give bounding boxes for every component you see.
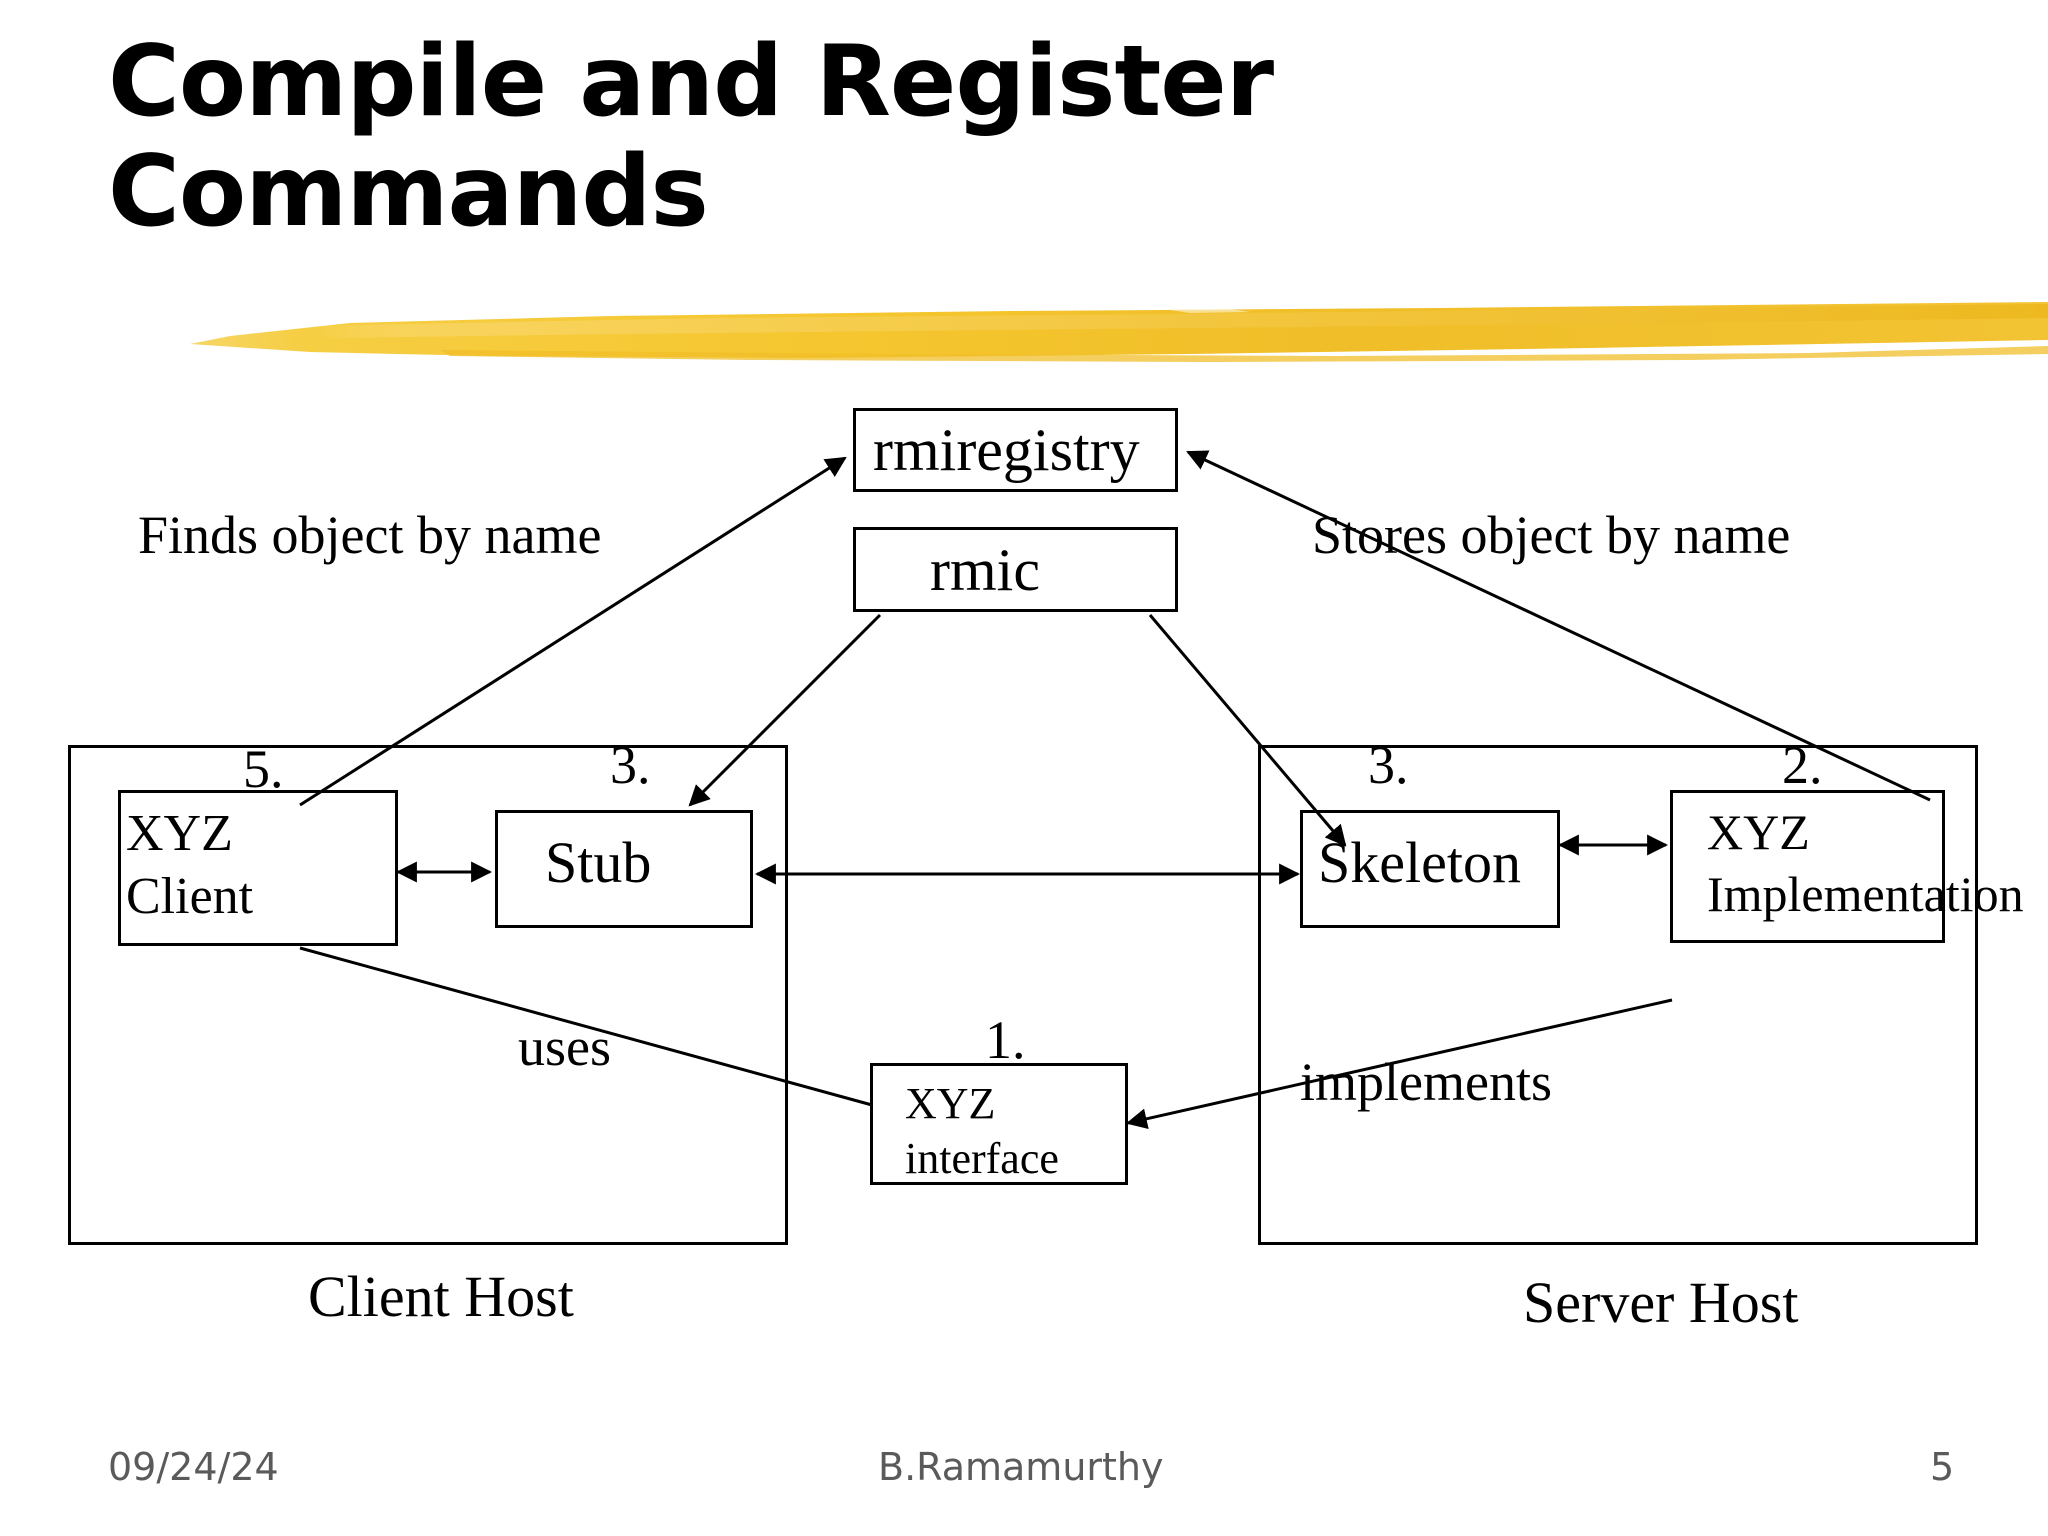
node-rmiregistry[interactable] [853,408,1178,492]
footer-date: 09/24/24 [108,1445,279,1489]
annotation-implements: implements [1300,1052,1552,1112]
node-xyz-client-label-line1: XYZ [126,805,233,862]
node-xyz-impl-label-line2: Implementation [1707,866,2024,922]
annotation-finds-object-by-name: Finds object by name [138,505,602,565]
node-xyz-client-label-line2: Client [126,868,254,925]
step-label-3-client: 3. [610,735,651,795]
node-xyz-interface-label-line1: XYZ [905,1079,996,1128]
container-client-host-label: Client Host [308,1264,574,1329]
container-server-host-label: Server Host [1523,1270,1799,1335]
step-label-1: 1. [985,1010,1026,1070]
yellow-brush-underline-icon [190,302,2048,362]
node-xyz-client[interactable] [118,790,398,946]
container-client-host [68,745,788,1245]
footer-author: B.Ramamurthy [878,1445,1164,1489]
container-server-host [1258,745,1978,1245]
node-stub[interactable] [495,810,753,928]
node-rmic-label: rmic [930,537,1040,603]
node-xyz-interface-label-line2: interface [905,1134,1059,1183]
step-label-5: 5. [243,739,284,799]
annotation-stores-object-by-name: Stores object by name [1312,505,1791,565]
node-rmic[interactable] [853,527,1178,612]
node-xyz-impl[interactable] [1670,790,1945,943]
step-label-2: 2. [1782,735,1823,795]
node-rmiregistry-label: rmiregistry [873,417,1140,483]
annotation-uses: uses [518,1017,611,1077]
page-title: Compile and Register Commands [108,25,1274,249]
step-label-3-server: 3. [1368,735,1409,795]
node-skeleton-label: Skeleton [1318,830,1521,895]
node-skeleton[interactable] [1300,810,1560,928]
node-stub-label: Stub [545,830,652,895]
node-xyz-interface[interactable] [870,1063,1128,1185]
node-xyz-impl-label-line1: XYZ [1707,804,1810,860]
footer-page-number: 5 [1930,1445,1955,1489]
